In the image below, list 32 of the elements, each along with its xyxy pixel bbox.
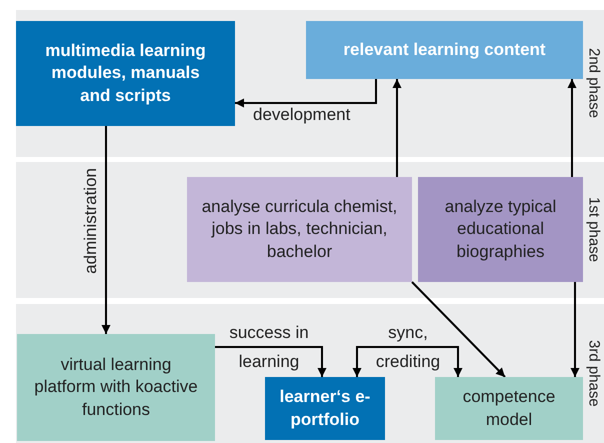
process-box xyxy=(187,177,412,282)
phase-label: 1st phase xyxy=(586,197,602,263)
process-box xyxy=(306,21,583,79)
process-box xyxy=(418,177,583,282)
edge-label: administration xyxy=(81,168,101,274)
process-box xyxy=(16,21,235,126)
arrow xyxy=(411,281,506,378)
box-text: learner‘s e-portfolio xyxy=(279,386,371,430)
box-text: analyse curricula chemist, jobs in labs, technician, bachelor xyxy=(200,196,398,263)
edge-label: sync, crediting xyxy=(374,322,442,373)
box-text: multimedia learning modules, manuals and scripts xyxy=(44,40,207,107)
arrow xyxy=(392,79,402,177)
box-text: analyze typical educational biographies xyxy=(444,196,558,263)
phase-label: 3rd phase xyxy=(586,340,602,407)
edge-label: success in learning xyxy=(228,322,310,373)
phase-band xyxy=(16,304,604,443)
arrow xyxy=(102,126,110,334)
box-text: competence model xyxy=(462,386,556,430)
arrow xyxy=(568,79,576,177)
process-box xyxy=(17,334,215,441)
box-text: relevant learning content xyxy=(343,38,546,61)
arrow xyxy=(215,346,326,377)
arrow xyxy=(570,282,580,377)
arrow xyxy=(352,346,462,377)
edge-label: development xyxy=(253,105,350,126)
arrow xyxy=(235,79,377,108)
phase-band xyxy=(16,10,604,157)
phase-label: 2nd phase xyxy=(586,48,602,119)
box-text: virtual learning platform with koactive functions xyxy=(33,354,199,421)
phase-band xyxy=(16,162,604,298)
process-box xyxy=(265,377,385,440)
process-box xyxy=(435,377,583,440)
